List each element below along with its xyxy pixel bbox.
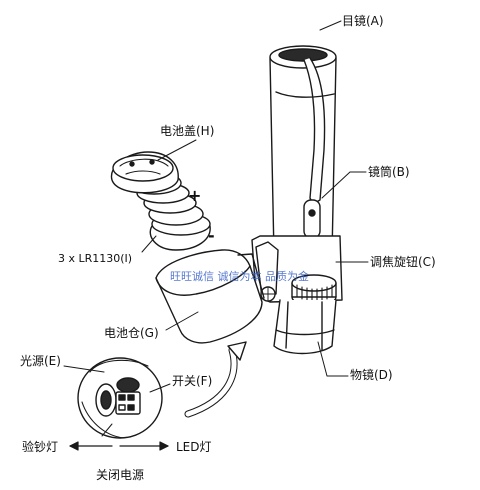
leader-lines (63, 20, 369, 437)
label-switch: 开关(F) (172, 374, 213, 388)
swing-arrow-large (184, 341, 247, 418)
label-eyepiece: 目镜(A) (342, 14, 384, 28)
label-focus-knob: 调焦旋钮(C) (370, 255, 436, 269)
label-light-source: 光源(E) (20, 354, 61, 368)
watermark-text: 旺旺诚信 诚信为本 品质为金 (170, 270, 309, 283)
label-objective: 物镜(D) (350, 368, 393, 382)
focus-knob-assembly (251, 235, 343, 307)
microscope-tube (269, 45, 337, 256)
label-battery-spec: 3 x LR1130(I) (58, 252, 133, 265)
bottom-arrows (69, 441, 169, 451)
minus-sign: - (208, 226, 215, 245)
battery-compartment (155, 249, 265, 344)
label-tube: 镜筒(B) (368, 165, 410, 179)
label-battery-compartment: 电池仓(G) (104, 326, 159, 340)
label-battery-cover: 电池盖(H) (160, 124, 215, 138)
label-led-lamp: LED灯 (176, 440, 212, 454)
lamp-closeup (77, 357, 163, 439)
label-uv-lamp: 验钞灯 (22, 440, 59, 454)
label-power-off: 关闭电源 (96, 468, 145, 482)
battery-stack (110, 151, 211, 251)
plus-sign: + (188, 186, 202, 205)
objective-lens (273, 299, 337, 355)
